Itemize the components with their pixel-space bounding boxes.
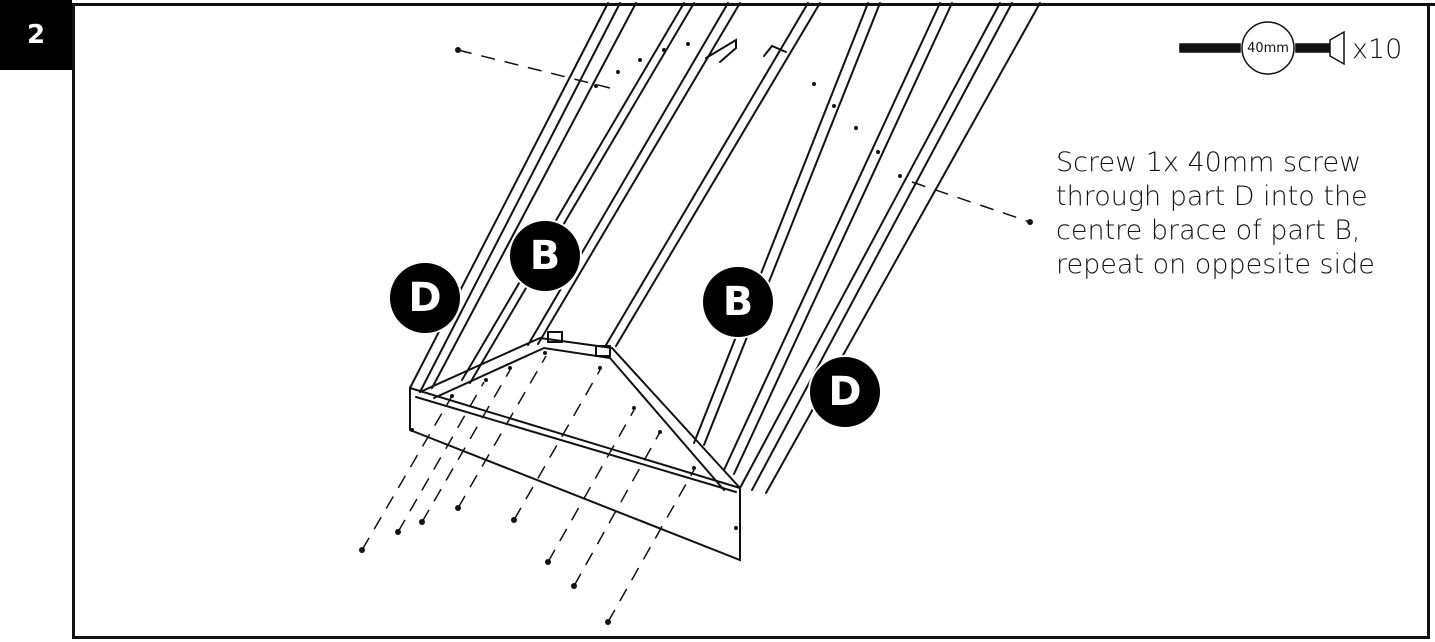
- part-label-d-right: D: [810, 357, 880, 427]
- board-d-right-inner2: [751, 2, 1013, 491]
- screw-tip: [571, 583, 577, 589]
- hole: [662, 48, 666, 52]
- screw-tip: [395, 529, 401, 535]
- board-d-left-inner: [419, 2, 621, 393]
- board-d-left-inner2: [431, 2, 637, 389]
- part-label-b-left: B: [510, 221, 580, 291]
- slat-4-b: [703, 2, 881, 446]
- screw-path-2: [397, 381, 485, 533]
- rear-tab-right: [763, 44, 787, 57]
- hole: [854, 126, 858, 130]
- hole: [450, 394, 454, 398]
- screw-path-right: [911, 181, 1031, 223]
- part-label-b-right: B: [703, 267, 773, 337]
- screw-size-label: 40mm: [1247, 41, 1289, 56]
- screw-path-4: [457, 355, 547, 509]
- screw-quantity: x10: [1352, 34, 1403, 65]
- centre-brace: [419, 336, 741, 489]
- slat-4-a: [693, 2, 869, 444]
- slat-1-a: [461, 2, 685, 381]
- hole: [812, 82, 816, 86]
- hole: [638, 58, 642, 62]
- hole: [876, 150, 880, 154]
- step-frame: [72, 3, 1430, 639]
- slat-5-b: [733, 2, 953, 475]
- hole: [598, 366, 602, 370]
- slat-2-b: [537, 2, 741, 345]
- hole: [658, 430, 662, 434]
- hole: [484, 378, 488, 382]
- brace-tab-left: [547, 331, 563, 343]
- step-number-badge: 2: [0, 0, 72, 70]
- screw-path-3: [421, 369, 511, 523]
- end-board-top-edge: [415, 396, 737, 493]
- hole: [686, 42, 690, 46]
- hole: [692, 466, 696, 470]
- screw-tip: [605, 619, 611, 625]
- hole: [632, 406, 636, 410]
- board-d-right-outer: [765, 2, 1041, 494]
- hole: [734, 526, 738, 530]
- board-d-right-inner: [739, 2, 1001, 489]
- screw-tip: [359, 547, 365, 553]
- slat-3-a: [605, 2, 809, 346]
- screw-tip: [455, 47, 461, 53]
- screw-path-5: [513, 369, 601, 521]
- hole: [594, 84, 598, 88]
- slat-5-a: [723, 2, 941, 471]
- slat-1-b: [469, 2, 695, 384]
- hole: [543, 351, 547, 355]
- screw-tip: [511, 517, 517, 523]
- screw-path-8: [607, 469, 695, 623]
- hole: [616, 70, 620, 74]
- end-board: [409, 386, 741, 562]
- slat-2-a: [527, 2, 729, 346]
- screw-tip: [545, 559, 551, 565]
- screw-tip: [455, 505, 461, 511]
- screw-path-6: [547, 409, 635, 563]
- board-d-left-outer: [409, 2, 609, 389]
- screw-tip: [419, 519, 425, 525]
- screw-path-7: [573, 431, 661, 587]
- slat-3-b: [615, 2, 821, 347]
- hole: [898, 174, 902, 178]
- hole: [410, 428, 414, 432]
- rear-tab-left: [705, 38, 737, 63]
- screw-icon: [1179, 21, 1345, 75]
- screw-path-1: [361, 395, 453, 551]
- centre-brace-inner: [433, 346, 725, 491]
- part-label-d-left: D: [390, 263, 460, 333]
- hole: [832, 104, 836, 108]
- hole: [508, 366, 512, 370]
- instruction-text: Screw 1x 40mm screw through part D into …: [1056, 147, 1375, 280]
- screw-path-top-left: [457, 49, 611, 89]
- brace-tab-right: [595, 345, 611, 357]
- screw-tip: [1027, 219, 1033, 225]
